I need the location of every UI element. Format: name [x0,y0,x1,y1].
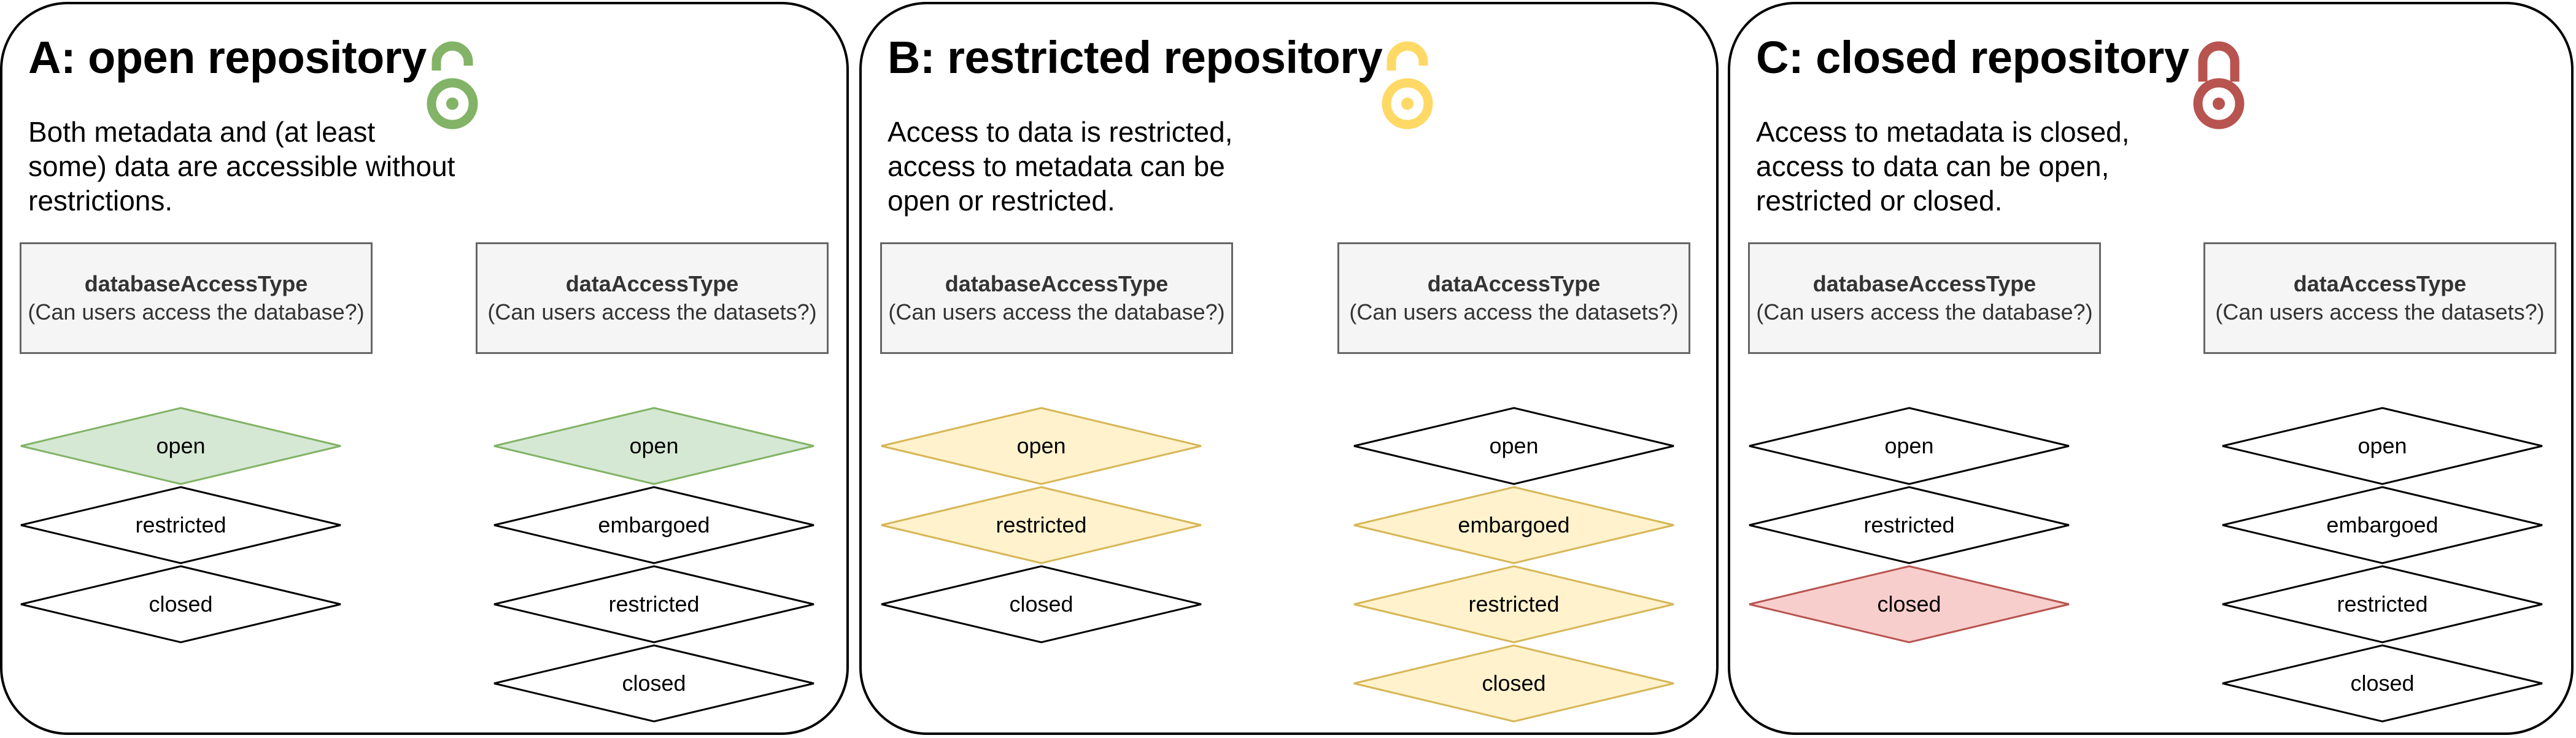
box-subtitle: (Can users access the datasets?) [2215,299,2545,325]
database-access-options: open restricted closed [1748,407,2070,726]
option-label-restricted: restricted [135,512,226,537]
box-subtitle: (Can users access the datasets?) [487,299,817,325]
database-access-type-box: databaseAccessType (Can users access the… [880,242,1233,354]
option-label-open: open [1016,433,1066,458]
panel-restricted-repository: B: restricted repository Access to data … [859,2,1719,735]
options-diagram [493,407,814,723]
options-diagram [1749,407,2070,644]
option-diamond-restricted [1749,486,2070,564]
option-diamond-open [2222,407,2543,485]
box-subtitle: (Can users access the datasets?) [1349,299,1679,325]
option-label-open: open [1489,433,1539,458]
box-title: databaseAccessType [1812,271,2036,296]
option-diamond-restricted [2222,565,2543,644]
option-diamond-restricted [1353,565,1674,644]
panel-description: Both metadata and (at least some) data a… [28,116,455,217]
option-label-restricted: restricted [1468,591,1560,617]
option-diamond-closed [20,565,341,644]
option-label-open: open [1884,433,1934,458]
panel-open-repository: A: open repository Both metadata and (at… [0,2,849,735]
option-label-embargoed: embargoed [1458,512,1570,537]
option-diamond-restricted [493,565,814,644]
panel-title: B: restricted repository [888,32,1383,83]
option-label-closed: closed [622,671,686,696]
option-diamond-open [1749,407,2070,485]
option-diamond-restricted [881,486,1202,564]
option-diamond-open [20,407,341,485]
option-diamond-closed [2222,644,2543,723]
box-subtitle: (Can users access the database?) [1756,299,2093,325]
option-label-open: open [629,433,679,458]
box-title: dataAccessType [565,271,739,296]
option-diamond-closed [1749,565,2070,644]
box-subtitle: (Can users access the database?) [888,299,1225,325]
option-label-closed: closed [1009,591,1073,617]
data-access-type-box: dataAccessType (Can users access the dat… [1337,242,1690,354]
option-diamond-open [881,407,1202,485]
database-access-options: open restricted closed [880,407,1202,726]
option-diamond-embargoed [493,486,814,564]
option-label-embargoed: embargoed [598,512,710,537]
panel-description: Access to data is restricted, access to … [888,116,1233,217]
option-label-restricted: restricted [1863,512,1955,537]
panel-title: C: closed repository [1756,32,2189,83]
option-diamond-closed [1353,644,1674,723]
data-access-type-box: dataAccessType (Can users access the dat… [476,242,829,354]
option-diamond-closed [881,565,1202,644]
box-title: dataAccessType [2293,271,2467,296]
data-access-options: open embargoed restricted closed [493,407,815,726]
options-diagram [2222,407,2543,723]
panel-description: Access to metadata is closed, access to … [1756,116,2130,217]
option-diamond-embargoed [2222,486,2543,564]
data-access-options: open embargoed restricted closed [1353,407,1675,726]
option-label-restricted: restricted [2337,591,2428,617]
option-diamond-closed [493,644,814,723]
option-diamond-embargoed [1353,486,1674,564]
closed-lock-icon [2193,41,2245,129]
panel-title: A: open repository [28,32,427,83]
database-access-type-box: databaseAccessType (Can users access the… [1748,242,2101,354]
option-label-embargoed: embargoed [2326,512,2439,537]
option-label-restricted: restricted [996,512,1087,537]
option-label-closed: closed [1482,671,1546,696]
box-title: dataAccessType [1427,271,1601,296]
database-access-type-box: databaseAccessType (Can users access the… [20,242,373,354]
data-access-type-box: dataAccessType (Can users access the dat… [2203,242,2556,354]
data-access-options: open embargoed restricted closed [2221,407,2543,726]
database-access-options: open restricted closed [20,407,342,726]
option-label-open: open [156,433,206,458]
box-subtitle: (Can users access the database?) [28,299,365,325]
panel-closed-repository: C: closed repository Access to metadata … [1728,2,2574,735]
options-diagram [20,407,341,644]
open-lock-icon [427,41,478,129]
option-label-closed: closed [2350,671,2415,696]
option-diamond-open [493,407,814,485]
option-diamond-open [1353,407,1674,485]
option-label-closed: closed [149,591,213,617]
box-title: databaseAccessType [945,271,1169,296]
open-lock-icon [1382,41,1433,129]
options-diagram [1353,407,1674,723]
options-diagram [881,407,1202,644]
option-label-closed: closed [1877,591,1941,617]
option-label-open: open [2357,433,2407,458]
box-title: databaseAccessType [84,271,308,296]
option-label-restricted: restricted [608,591,700,617]
option-diamond-restricted [20,486,341,564]
